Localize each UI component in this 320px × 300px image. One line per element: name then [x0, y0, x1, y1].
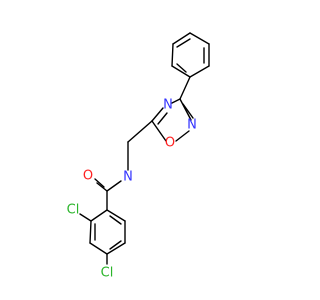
bond [157, 112, 168, 125]
bond [151, 120, 167, 142]
bond [89, 220, 92, 244]
bond [175, 130, 190, 142]
bond [171, 65, 191, 78]
bond [172, 32, 191, 45]
bond [89, 242, 108, 255]
bond [106, 180, 122, 192]
bond [189, 32, 210, 45]
bond [182, 103, 194, 119]
bond [176, 63, 187, 73]
bond [96, 182, 108, 192]
atom-label-cl-ortho: Cl [67, 203, 80, 218]
bond [127, 120, 153, 143]
bond [106, 242, 126, 255]
bond [171, 43, 174, 67]
bond [179, 76, 191, 100]
atom-label-n-ring3: N [163, 98, 173, 113]
bond [90, 209, 108, 222]
bond [106, 209, 126, 222]
bond [109, 240, 122, 250]
atom-label-o-ring: O [165, 136, 175, 151]
atom-label-o-carbonyl: O [83, 169, 93, 184]
atom-label-cl-para: Cl [101, 266, 114, 281]
bond [79, 213, 92, 222]
molecule-structure: N N O N O Cl Cl [67, 32, 210, 281]
bond [151, 107, 164, 122]
bond [176, 38, 191, 48]
bond [109, 215, 122, 225]
bond [94, 178, 105, 188]
bonds [79, 32, 210, 265]
atom-label-n-ring2: N [187, 118, 197, 133]
bond [179, 98, 192, 121]
atom-labels: N N O N O Cl Cl [67, 98, 197, 281]
bond [171, 98, 181, 104]
bond [189, 65, 210, 78]
atom-label-n-amide: N [123, 170, 133, 185]
